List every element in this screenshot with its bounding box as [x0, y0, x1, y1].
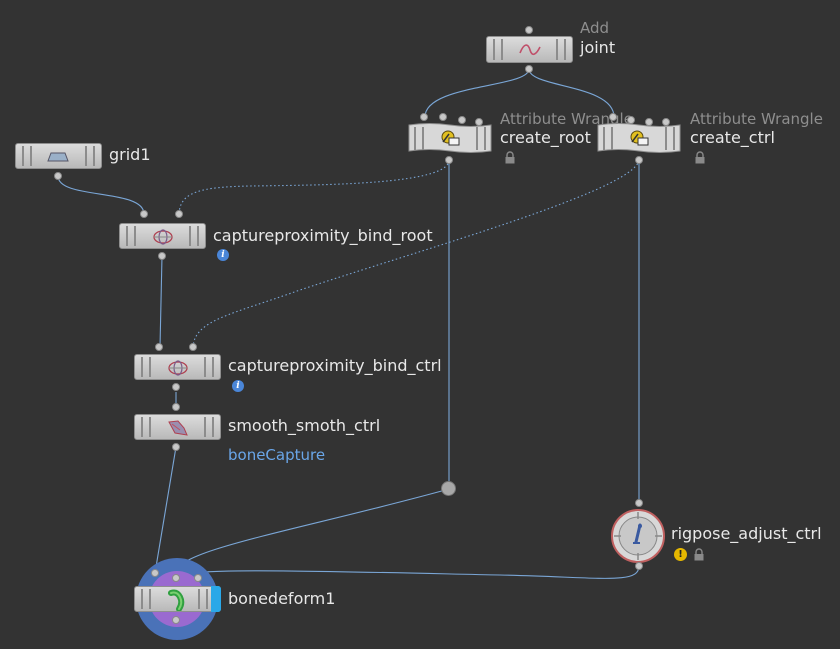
input-port-1[interactable]: [609, 113, 617, 121]
output-port[interactable]: [172, 383, 180, 391]
info-icon[interactable]: i: [217, 249, 229, 261]
input-port[interactable]: [525, 26, 533, 34]
rigpose-icon: [633, 523, 642, 544]
input-port-1[interactable]: [151, 569, 159, 577]
input-port-1[interactable]: [420, 113, 428, 121]
info-icon[interactable]: i: [232, 380, 244, 392]
input-port-4[interactable]: [475, 118, 483, 126]
node-name-label: joint: [580, 38, 616, 57]
wire-capture-root-to-capture-ctrl: [159, 255, 163, 348]
group-link[interactable]: boneCapture: [228, 446, 326, 464]
input-port-2[interactable]: [175, 210, 183, 218]
input-port-3[interactable]: [194, 574, 202, 582]
node-tile[interactable]: [134, 586, 221, 612]
wrangle-icon: [441, 130, 460, 146]
node-name-label: smooth_smoth_ctrl: [228, 416, 381, 435]
wire-smooth-to-bonedeform: [154, 446, 177, 574]
input-port-3[interactable]: [645, 118, 653, 126]
output-port[interactable]: [635, 562, 643, 570]
output-port[interactable]: [525, 65, 533, 73]
smooth-icon: [168, 420, 188, 436]
output-port[interactable]: [172, 443, 180, 451]
output-port[interactable]: [54, 172, 62, 180]
node-name-label: create_ctrl: [690, 128, 775, 147]
capture-icon: [168, 360, 188, 376]
input-port[interactable]: [172, 403, 180, 411]
display-flag[interactable]: [211, 586, 221, 612]
curve-icon: [519, 44, 541, 56]
input-port-2[interactable]: [627, 116, 635, 124]
input-port[interactable]: [635, 499, 643, 507]
capture-icon: [153, 229, 173, 245]
wire-grid1-to-capture-root: [57, 175, 145, 215]
lock-icon[interactable]: [504, 151, 516, 164]
dot-node[interactable]: [441, 481, 456, 496]
warning-icon[interactable]: !: [674, 548, 687, 561]
dotted-wire-create-ctrl-to-capture-ctrl: [192, 159, 640, 348]
node-name-label: captureproximity_bind_root: [213, 226, 433, 245]
output-port[interactable]: [635, 156, 643, 164]
input-port-3[interactable]: [458, 116, 466, 124]
node-tile[interactable]: [134, 354, 221, 380]
output-port[interactable]: [158, 252, 166, 260]
wire-joint-to-create-ctrl: [528, 68, 615, 118]
input-port-2[interactable]: [172, 574, 180, 582]
node-name-label: rigpose_adjust_ctrl: [671, 524, 822, 543]
input-port-2[interactable]: [439, 113, 447, 121]
node-name-label: grid1: [109, 145, 151, 164]
node-type-label: Attribute Wrangle: [690, 110, 823, 128]
dotted-wire-create-root-to-capture-root: [178, 159, 450, 215]
wire-rigpose-to-bonedeform: [197, 565, 640, 579]
node-name-label: captureproximity_bind_ctrl: [228, 356, 442, 375]
bone-icon: [168, 589, 185, 611]
wrangle-icon: [630, 130, 649, 146]
node-type-label: Add: [580, 19, 610, 37]
input-port-1[interactable]: [140, 210, 148, 218]
lock-icon[interactable]: [694, 151, 706, 164]
grid-icon: [47, 152, 69, 162]
input-port-2[interactable]: [189, 343, 197, 351]
node-name-label: bonedeform1: [228, 589, 336, 608]
node-tile[interactable]: [15, 143, 102, 169]
output-port[interactable]: [172, 616, 180, 624]
node-tile[interactable]: [486, 36, 573, 63]
input-port-1[interactable]: [155, 343, 163, 351]
node-tile[interactable]: [134, 414, 221, 440]
node-name-label: create_root: [500, 128, 591, 147]
lock-icon[interactable]: [693, 548, 705, 561]
input-port-4[interactable]: [662, 118, 670, 126]
node-tile[interactable]: [119, 223, 206, 249]
output-port[interactable]: [445, 156, 453, 164]
wire-joint-to-create-root: [424, 68, 530, 118]
node-type-label: Attribute Wrangle: [500, 110, 633, 128]
